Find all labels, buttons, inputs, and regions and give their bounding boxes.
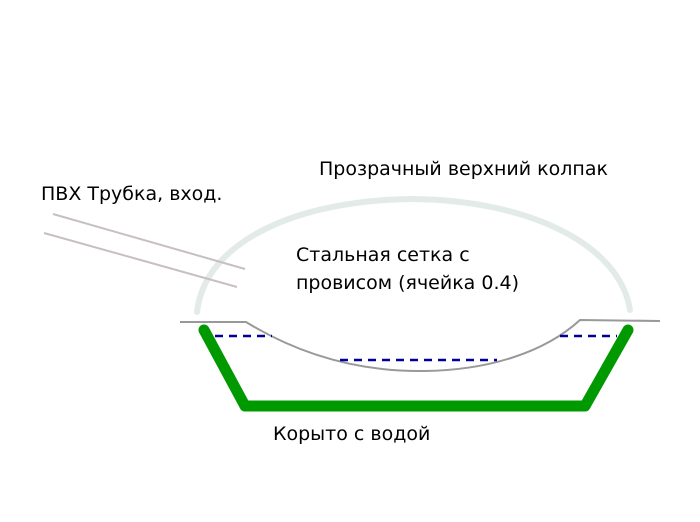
trough-label: Корыто с водой [273, 423, 431, 445]
dome-cap [194, 195, 633, 315]
water-trough [198, 324, 634, 412]
dome-label: Прозрачный верхний колпак [319, 158, 608, 180]
tube-wall-top [52, 213, 246, 270]
tube-wall-bottom [43, 232, 238, 288]
water-level [215, 334, 617, 362]
mesh-label-line2: провисом (ячейка 0.4) [296, 272, 519, 294]
tube-label: ПВХ Трубка, вход. [41, 183, 223, 205]
mesh-label-line1: Стальная сетка с [296, 244, 470, 266]
steel-mesh [180, 318, 661, 373]
